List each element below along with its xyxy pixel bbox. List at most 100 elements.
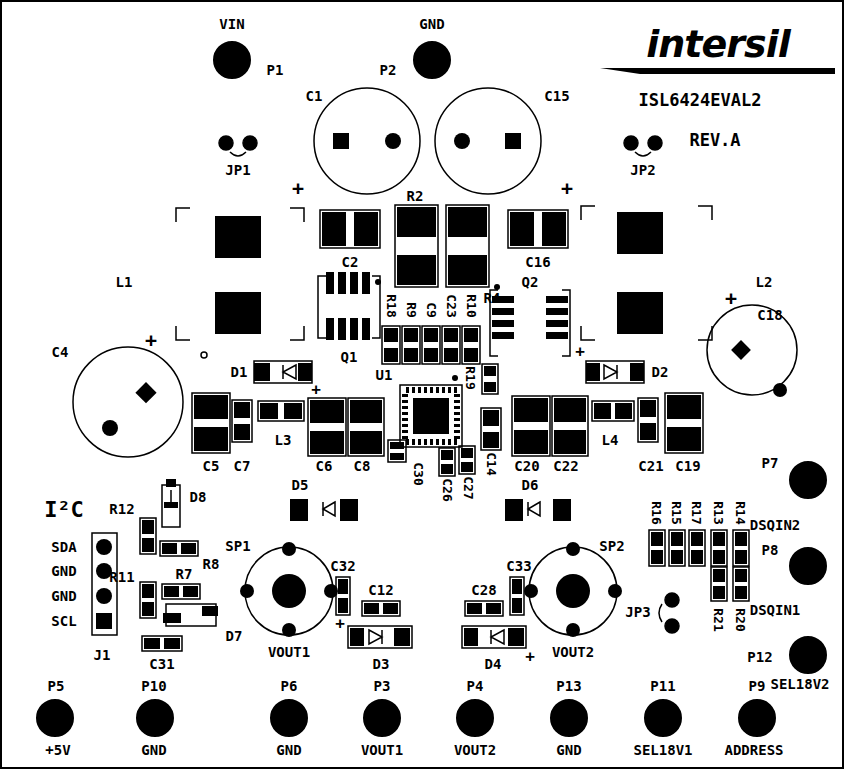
silkscreen-label: C8	[354, 459, 371, 473]
silkscreen-label: GND	[51, 564, 76, 578]
silkscreen-label: R15	[670, 501, 683, 524]
silkscreen-label: +5V	[45, 743, 70, 757]
silkscreen-label: C7	[234, 459, 251, 473]
silkscreen-label: C19	[675, 459, 700, 473]
silkscreen-label: +	[335, 616, 345, 632]
silkscreen-label: GND	[276, 743, 301, 757]
silkscreen-label: REV.A	[689, 132, 740, 149]
silkscreen-label: R10	[465, 294, 478, 317]
silkscreen-label: P8	[762, 543, 779, 557]
silkscreen-label: GND	[141, 743, 166, 757]
silkscreen-label: C26	[441, 478, 454, 501]
silkscreen-label: D6	[522, 478, 539, 492]
silkscreen-label: VIN	[219, 17, 244, 31]
silkscreen-label: SP2	[599, 539, 624, 553]
silkscreen-label: +	[725, 288, 737, 308]
silkscreen-label: C5	[203, 459, 220, 473]
silkscreen-label: JP2	[630, 163, 655, 177]
silkscreen-label: P1	[267, 63, 284, 77]
silkscreen-label: +	[575, 344, 585, 360]
silkscreen-label: SEL18V2	[770, 677, 829, 691]
silkscreen-label: VOUT1	[268, 645, 310, 659]
silkscreen-label: C16	[525, 255, 550, 269]
silkscreen-label: C28	[471, 583, 496, 597]
silkscreen-label: R18	[385, 294, 398, 317]
silkscreen-label: D8	[190, 490, 207, 504]
silkscreen-label: C30	[412, 462, 425, 485]
silkscreen-label: L3	[275, 433, 292, 447]
silkscreen-label: D3	[373, 657, 390, 671]
silkscreen-label: ADDRESS	[724, 743, 783, 757]
silkscreen-label: C1	[306, 89, 323, 103]
silkscreen-label: P7	[762, 456, 779, 470]
silkscreen-label: D2	[652, 365, 669, 379]
silkscreen-label: C14	[485, 452, 498, 475]
silkscreen-label: U1	[376, 368, 393, 382]
silkscreen-label: Q1	[341, 350, 358, 364]
silkscreen-label: C12	[368, 583, 393, 597]
silkscreen-label: C2	[342, 255, 359, 269]
silkscreen-label: Q2	[522, 275, 539, 289]
silkscreen-label: VOUT1	[361, 743, 403, 757]
silkscreen-label: P2	[380, 63, 397, 77]
silkscreen-label: +	[561, 178, 573, 198]
silkscreen-label: L4	[602, 433, 619, 447]
silkscreen-label: GND	[51, 589, 76, 603]
silkscreen-label: SP1	[225, 539, 250, 553]
silkscreen-label: R16	[650, 501, 663, 524]
silkscreen-label: GND	[419, 17, 444, 31]
silkscreen-label: D4	[485, 657, 502, 671]
silkscreen-label: D7	[226, 629, 243, 643]
silkscreen-label: SEL18V1	[633, 743, 692, 757]
silkscreen-label: R14	[734, 501, 747, 524]
silkscreen-label: +	[292, 178, 304, 198]
silkscreen-label: R8	[203, 557, 220, 571]
silkscreen-label: JP1	[225, 163, 250, 177]
silkscreen-label: L1	[116, 275, 133, 289]
silkscreen-label: +	[311, 382, 321, 398]
silkscreen-label: C4	[52, 345, 69, 359]
silkscreen-label: C18	[757, 308, 782, 322]
silkscreen-label: SDA	[51, 540, 76, 554]
silkscreen-label: DSQIN2	[750, 518, 801, 532]
silkscreen-label: R20	[734, 608, 747, 631]
silkscreen-label: R12	[109, 502, 134, 516]
silkscreen-label: R2	[407, 189, 424, 203]
silkscreen-label: VOUT2	[552, 645, 594, 659]
silkscreen-label: GND	[556, 743, 581, 757]
silkscreen-label: C31	[149, 657, 174, 671]
silkscreen-label: P13	[556, 679, 581, 693]
silkscreen-label: P6	[281, 679, 298, 693]
silkscreen-label: D1	[231, 365, 248, 379]
silkscreen-label: C15	[544, 89, 569, 103]
brand-logo: intersil	[646, 25, 789, 63]
silkscreen-label: P12	[747, 650, 772, 664]
silkscreen-label: C21	[638, 459, 663, 473]
silkscreen-label: P11	[650, 679, 675, 693]
silkscreen-label: P3	[374, 679, 391, 693]
silkscreen-label: J1	[94, 648, 111, 662]
silkscreen-label: P5	[48, 679, 65, 693]
silkscreen-label: R21	[712, 608, 725, 631]
silkscreen-label: +	[145, 330, 157, 350]
silkscreen-label: C27	[462, 476, 475, 499]
silkscreen-label: JP3	[625, 605, 650, 619]
silkscreen-label: C33	[506, 559, 531, 573]
silkscreen-label: R4	[484, 291, 501, 305]
silkscreen-label: L2	[756, 275, 773, 289]
silkscreen-label: C20	[514, 459, 539, 473]
silkscreen-label: I²C	[44, 499, 84, 521]
silkscreen-label: C6	[316, 459, 333, 473]
silkscreen-label: R19	[464, 366, 477, 389]
silkscreen-label: DSQIN1	[750, 603, 801, 617]
silkscreen-label: R17	[690, 501, 703, 524]
silkscreen-label: R13	[712, 501, 725, 524]
silkscreen-label: ISL6424EVAL2	[639, 92, 762, 109]
silkscreen-label: R9	[405, 302, 418, 318]
silkscreen-label: R11	[109, 570, 134, 584]
silkscreen-label: SCL	[51, 614, 76, 628]
silkscreen-label: C9	[425, 302, 438, 318]
silkscreen-label: C22	[553, 459, 578, 473]
